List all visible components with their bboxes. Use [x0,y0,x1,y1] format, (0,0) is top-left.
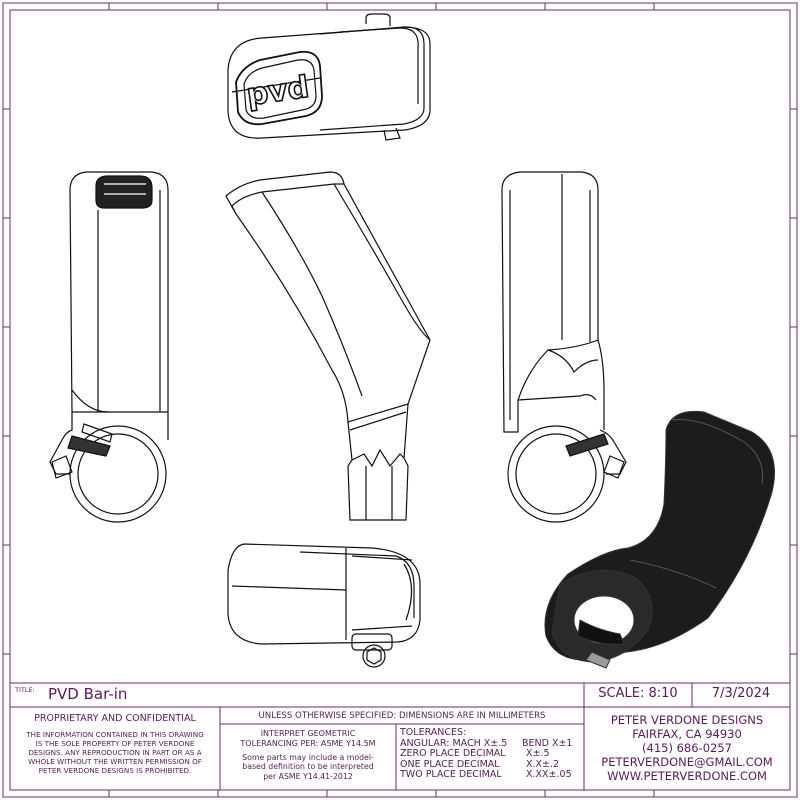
pvd-logo-top: pvd [245,70,312,113]
proprietary-line: DESIGNS. ANY REPRODUCTION IN PART OR AS … [28,748,202,757]
proprietary-heading: PROPRIETARY AND CONFIDENTIAL [34,713,196,724]
proprietary-line: THE INFORMATION CONTAINED IN THIS DRAWIN… [26,730,204,739]
drawing-date: 7/3/2024 [711,686,771,701]
front-view [225,171,431,521]
company-name: PETER VERDONE DESIGNS [610,713,764,727]
company-city: FAIRFAX, CA 94930 [632,727,742,741]
gdt-line: TOLERANCING PER: ASME Y14.5M [240,738,376,748]
tolerances-heading: TOLERANCES: [400,727,467,738]
tolerance-label: TWO PLACE DECIMAL [400,769,502,780]
units-note: UNLESS OTHERWISE SPECIFIED: DIMENSIONS A… [258,711,546,721]
proprietary-line: PETER VERDONE DESIGNS IS PROHIBITED. [38,766,192,775]
left-side-view [49,171,169,523]
gdt-line: INTERPRET GEOMETRIC [260,729,356,738]
bottom-view [227,543,421,668]
isometric-view [544,410,775,669]
tolerance-value: X±.5 [526,748,550,759]
tolerance-value: BEND X±1 [522,737,573,749]
tolerance-row: ANGULAR: MACH X±.5 BEND X±1 [400,737,582,750]
tolerance-value: X.X±.2 [526,758,560,770]
model-line: Some parts may include a model- [242,753,374,762]
drawing-title: PVD Bar-in [48,685,128,703]
model-line: based definition to be interpreted [242,762,374,772]
tolerance-label: ONE PLACE DECIMAL [400,758,500,770]
model-note: Some parts may include a model- based de… [220,753,396,781]
company-block: PETER VERDONE DESIGNS FAIRFAX, CA 94930 … [584,713,790,783]
tolerance-row: ZERO PLACE DECIMAL X±.5 [400,748,582,760]
right-side-view [501,171,627,523]
title-block-grid [10,682,790,790]
tolerances-block: TOLERANCES: ANGULAR: MACH X±.5 BEND X±1 … [400,727,582,781]
title-label: TITLE: [15,686,35,694]
proprietary-line: WHOLE WITHOUT THE WRITTEN PERMISSION OF [28,757,202,766]
tolerance-label: ANGULAR: MACH X±.5 [400,737,508,749]
tolerance-value: X.XX±.05 [526,769,572,780]
tolerance-row: ONE PLACE DECIMAL X.X±.2 [400,758,582,771]
proprietary-notice: THE INFORMATION CONTAINED IN THIS DRAWIN… [10,730,220,775]
company-email: PETERVERDONE@GMAIL.COM [601,755,773,769]
gdt-note: INTERPRET GEOMETRIC TOLERANCING PER: ASM… [220,729,396,748]
company-website: WWW.PETERVERDONE.COM [607,769,767,783]
scale-label: SCALE: 8:10 [598,686,678,701]
tolerance-label: ZERO PLACE DECIMAL [400,748,506,759]
model-line: per ASME Y14.41-2012 [263,771,353,781]
company-phone: (415) 686-0257 [642,741,732,755]
top-view [227,13,431,141]
tolerance-row: TWO PLACE DECIMAL X.XX±.05 [400,769,582,781]
proprietary-line: IS THE SOLE PROPERTY OF PETER VERDONE [35,739,195,748]
